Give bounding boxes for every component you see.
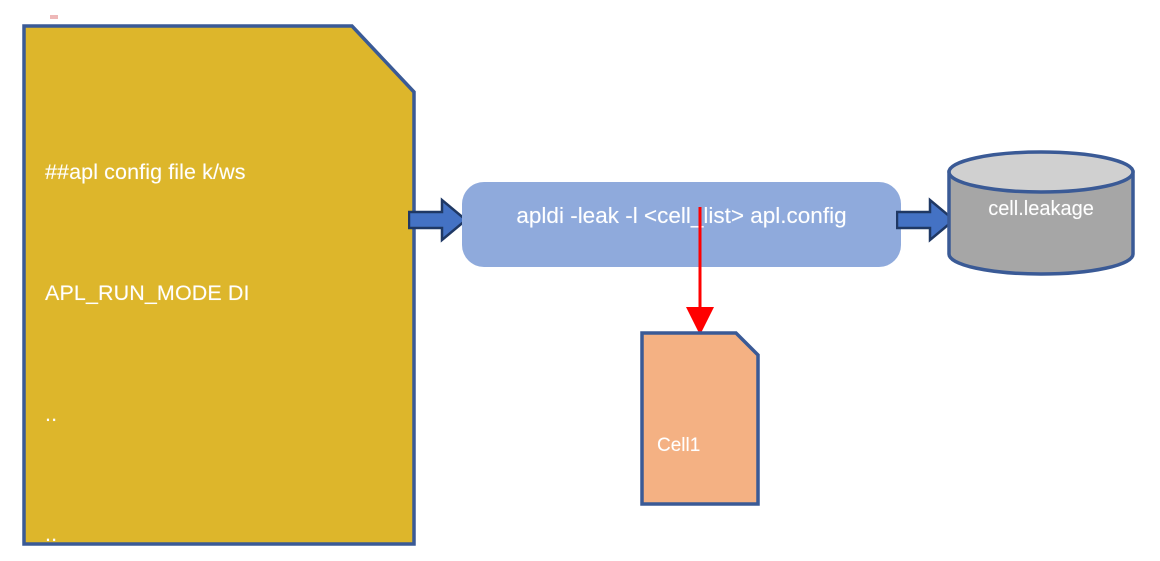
cell-list-line: Cell2 <box>657 540 701 561</box>
cell-list-text: Cell1 Cell2 - - <box>657 358 752 561</box>
arrow-command-to-cell-list <box>682 207 718 337</box>
arrow-command-to-database <box>896 197 956 243</box>
cell-list-document[interactable]: Cell1 Cell2 - - <box>640 331 760 561</box>
command-text: apldi -leak -l <cell_list> apl.config <box>516 203 847 228</box>
apl-config-text: ##apl config file k/ws APL_RUN_MODE DI .… <box>45 72 395 561</box>
config-line: .. <box>45 522 58 547</box>
command-box[interactable]: apldi -leak -l <cell_list> apl.config <box>462 182 901 267</box>
block-arrow-right-icon <box>896 197 956 243</box>
red-arrow-down-icon <box>686 207 714 335</box>
cell-list-line: Cell1 <box>657 435 701 456</box>
config-line: APL_RUN_MODE DI <box>45 281 250 305</box>
config-line: .. <box>45 401 58 426</box>
database-label: cell.leakage <box>988 198 1094 220</box>
stray-mark-artifact <box>50 15 58 19</box>
command-box-background <box>462 182 901 267</box>
block-arrow-right-icon <box>408 197 468 243</box>
database-cylinder-icon <box>947 150 1135 276</box>
arrow-config-to-command <box>408 197 468 243</box>
apl-config-document[interactable]: ##apl config file k/ws APL_RUN_MODE DI .… <box>22 24 416 546</box>
document-shape-icon <box>640 331 760 506</box>
cell-leakage-database[interactable]: cell.leakage <box>946 150 1136 276</box>
config-line: ##apl config file k/ws <box>45 160 246 185</box>
document-shape-icon <box>22 24 416 546</box>
